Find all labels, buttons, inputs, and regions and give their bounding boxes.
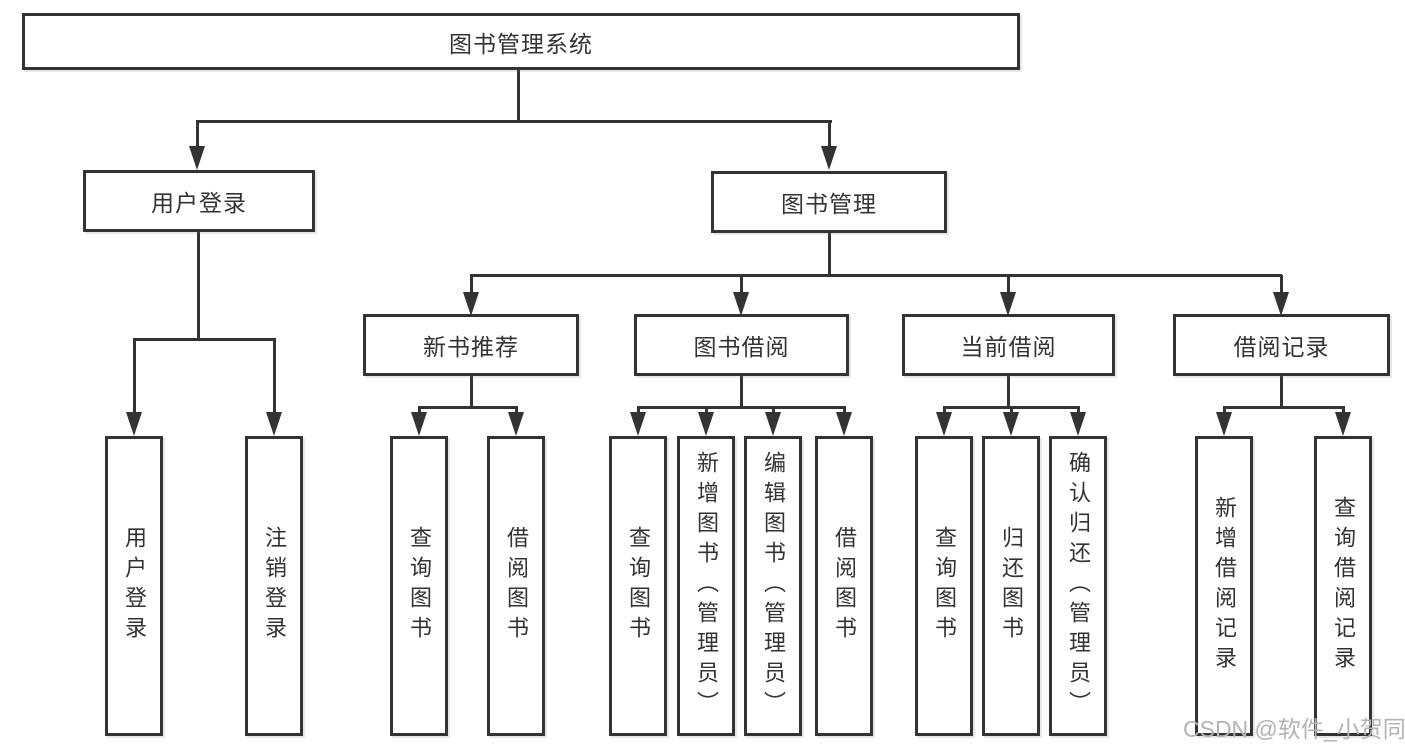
- node-current-borrowing: 当前借阅: [902, 314, 1115, 376]
- connector-arrowhead: [630, 412, 646, 436]
- node-leaf-logout: 注销登录: [245, 436, 303, 736]
- connector-vline: [133, 339, 136, 414]
- connector-arrowhead: [266, 412, 282, 436]
- watermark: CSDN @软件_小贺同学: [1183, 716, 1405, 742]
- connector-vline: [1077, 407, 1080, 414]
- connector-vline: [828, 121, 831, 148]
- connector-hline: [1223, 406, 1345, 409]
- connector-arrowhead: [1273, 292, 1289, 316]
- connector-vline: [1007, 375, 1010, 407]
- connector-vline: [1010, 407, 1013, 414]
- connector-arrowhead: [463, 292, 479, 316]
- connector-arrowhead: [765, 412, 781, 436]
- node-leaf-add-borrow-record: 新增借阅记录: [1195, 436, 1253, 736]
- connector-vline: [273, 339, 276, 414]
- connector-vline: [705, 407, 708, 414]
- connector-hline: [133, 338, 276, 341]
- connector-arrowhead: [1216, 412, 1232, 436]
- connector-arrowhead: [508, 412, 524, 436]
- connector-hline: [418, 406, 518, 409]
- connector-vline: [1007, 275, 1010, 294]
- connector-vline: [196, 121, 199, 148]
- connector-arrowhead: [189, 146, 205, 170]
- node-book-borrowing: 图书借阅: [634, 314, 849, 376]
- node-leaf-borrow-books: 借阅图书: [815, 436, 873, 736]
- connector-arrowhead: [1070, 412, 1086, 436]
- connector-vline: [470, 375, 473, 407]
- connector-arrowhead: [836, 412, 852, 436]
- connector-vline: [843, 407, 846, 414]
- connector-arrowhead: [1000, 292, 1016, 316]
- connector-arrowhead: [126, 412, 142, 436]
- connector-vline: [772, 407, 775, 414]
- node-leaf-query-borrow-record: 查询借阅记录: [1314, 436, 1372, 736]
- connector-vline: [517, 70, 520, 122]
- node-user-login: 用户登录: [83, 170, 315, 232]
- node-leaf-user-login: 用户登录: [105, 436, 163, 736]
- connector-arrowhead: [821, 146, 837, 170]
- node-borrowing-records: 借阅记录: [1173, 314, 1390, 376]
- connector-vline: [740, 275, 743, 294]
- node-leaf-return-books: 归还图书: [982, 436, 1040, 736]
- connector-vline: [197, 231, 200, 339]
- connector-arrowhead: [698, 412, 714, 436]
- connector-arrowhead: [1003, 412, 1019, 436]
- connector-vline: [1280, 275, 1283, 294]
- connector-vline: [1342, 407, 1345, 414]
- connector-vline: [1223, 407, 1226, 414]
- node-library-management-system: 图书管理系统: [22, 13, 1020, 70]
- connector-arrowhead: [1335, 412, 1351, 436]
- node-leaf-borrow-books-recommend: 借阅图书: [487, 436, 545, 736]
- connector-hline: [196, 120, 832, 123]
- connector-hline: [637, 406, 846, 409]
- node-new-book-recommendation: 新书推荐: [363, 314, 579, 376]
- node-leaf-query-books-borrowing: 查询图书: [609, 436, 667, 736]
- node-leaf-confirm-return-admin: 确认归还（管理员）: [1049, 436, 1107, 736]
- connector-vline: [637, 407, 640, 414]
- connector-vline: [828, 232, 831, 276]
- connector-vline: [740, 375, 743, 407]
- connector-arrowhead: [411, 412, 427, 436]
- node-book-management: 图书管理: [711, 171, 947, 233]
- connector-vline: [943, 407, 946, 414]
- connector-hline: [470, 274, 1282, 277]
- node-leaf-add-books-admin: 新增图书（管理员）: [677, 436, 735, 736]
- connector-vline: [470, 275, 473, 294]
- connector-arrowhead: [733, 292, 749, 316]
- connector-vline: [418, 407, 421, 414]
- connector-vline: [515, 407, 518, 414]
- node-leaf-edit-books-admin: 编辑图书（管理员）: [744, 436, 802, 736]
- node-leaf-query-books-current: 查询图书: [915, 436, 973, 736]
- node-leaf-query-books-recommend: 查询图书: [390, 436, 448, 736]
- connector-vline: [1280, 375, 1283, 407]
- connector-arrowhead: [936, 412, 952, 436]
